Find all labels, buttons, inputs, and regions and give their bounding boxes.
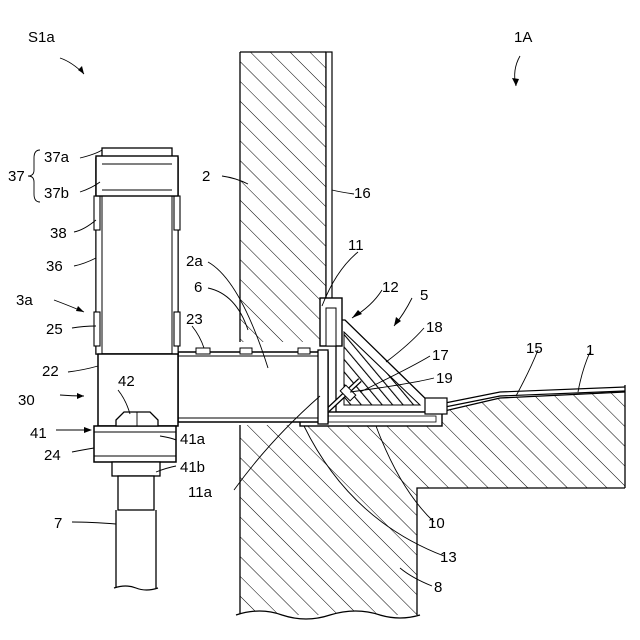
label-17: 17 <box>432 347 449 364</box>
column-unit-36 <box>94 148 180 354</box>
label-19: 19 <box>436 370 453 387</box>
label-37: 37 <box>8 168 25 185</box>
valve-body-30 <box>94 354 178 590</box>
label-2: 2 <box>202 168 210 185</box>
label-42: 42 <box>118 373 135 390</box>
label-11: 11 <box>348 237 364 254</box>
label-s1a: S1a <box>28 29 55 46</box>
label-2a: 2a <box>186 253 203 270</box>
label-5: 5 <box>420 287 428 304</box>
label-41b: 41b <box>180 459 205 476</box>
pipe-6 <box>178 348 328 424</box>
label-10: 10 <box>428 515 445 532</box>
label-23: 23 <box>186 311 203 328</box>
label-24: 24 <box>44 447 61 464</box>
label-38: 38 <box>50 225 67 242</box>
label-16: 16 <box>354 185 371 202</box>
label-37b: 37b <box>44 185 69 202</box>
label-25: 25 <box>46 321 63 338</box>
label-3a: 3a <box>16 292 33 309</box>
label-12: 12 <box>382 279 399 296</box>
label-22: 22 <box>42 363 59 380</box>
label-41a: 41a <box>180 431 206 448</box>
label-15: 15 <box>526 340 543 357</box>
label-18: 18 <box>426 319 443 336</box>
label-1: 1 <box>586 342 594 359</box>
label-11a: 11a <box>188 484 213 501</box>
label-1a: 1A <box>514 29 532 46</box>
label-36: 36 <box>46 258 63 275</box>
label-37a: 37a <box>44 149 70 166</box>
wall-2 <box>240 52 326 615</box>
label-7: 7 <box>54 515 62 532</box>
label-13: 13 <box>440 549 457 566</box>
label-30: 30 <box>18 392 35 409</box>
label-41: 41 <box>30 425 47 442</box>
brace-37 <box>28 150 40 202</box>
label-6: 6 <box>194 279 202 296</box>
label-8: 8 <box>434 579 442 596</box>
